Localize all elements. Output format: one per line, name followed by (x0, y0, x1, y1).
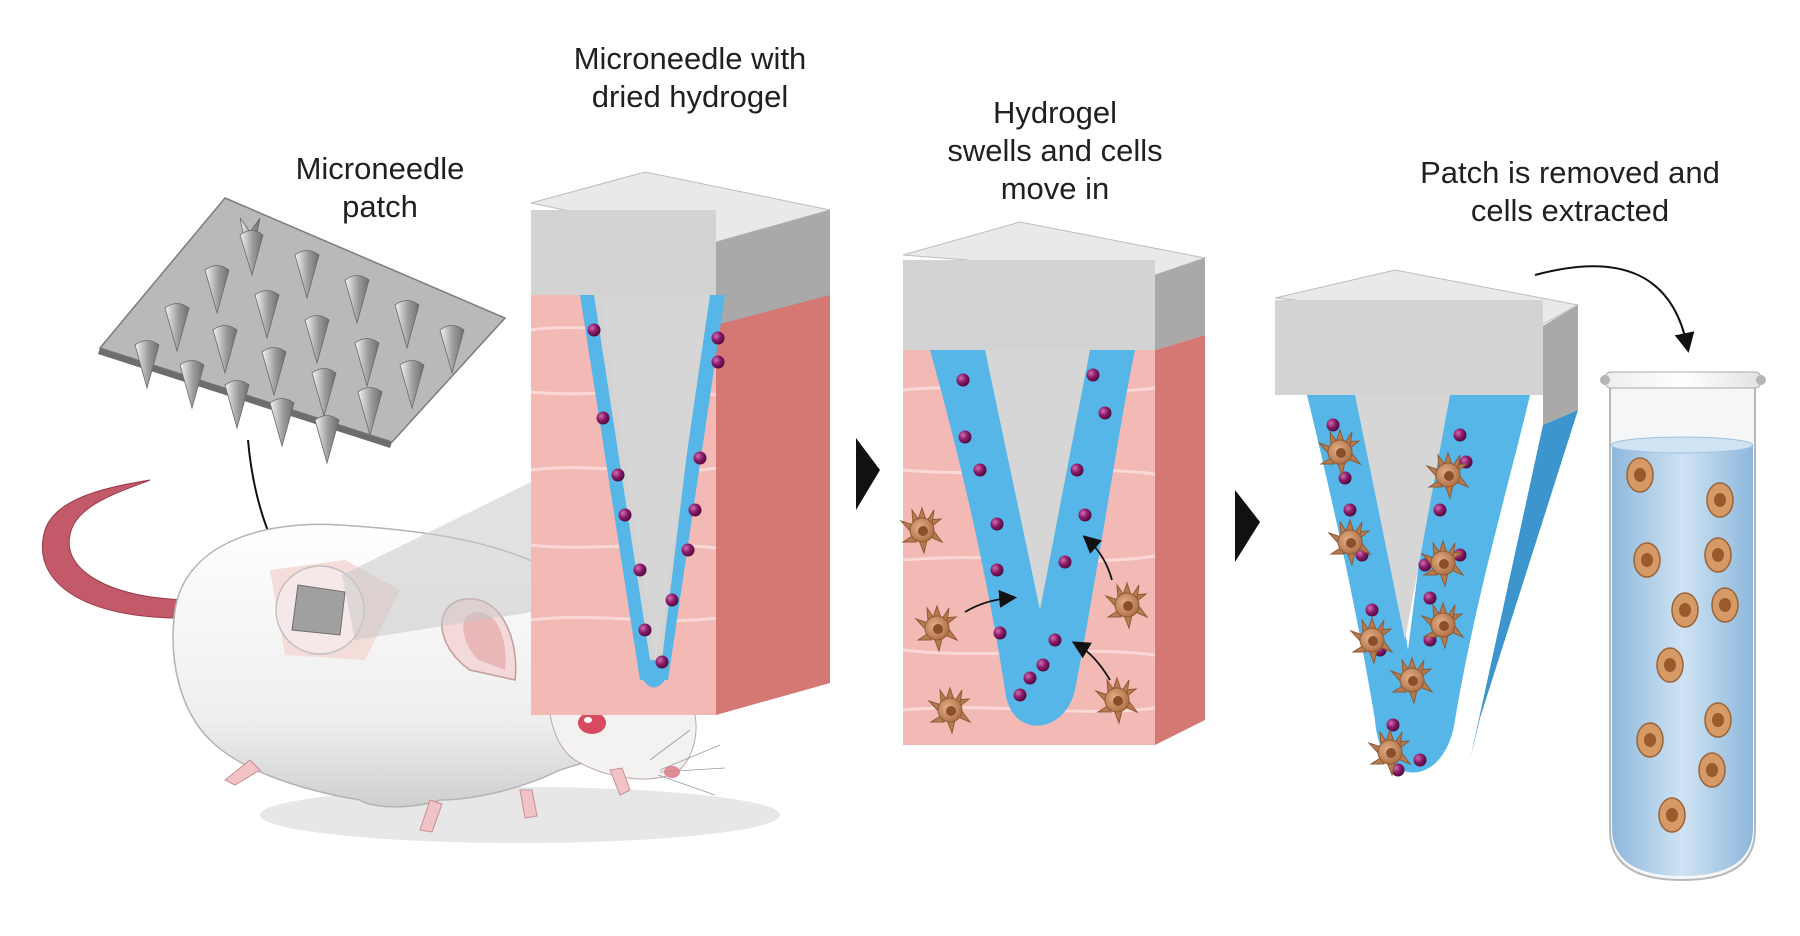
label-line: dried hydrogel (591, 79, 789, 114)
label-dried-hydrogel: Microneedle with dried hydrogel (560, 40, 820, 116)
label-line: swells and cells (947, 133, 1163, 168)
label-line: cells extracted (1470, 193, 1670, 228)
step-arrow-icon (1235, 490, 1260, 562)
microneedle-patch-icon (98, 197, 507, 465)
label-line: Microneedle (295, 151, 465, 186)
to-tube-arrow (1534, 265, 1695, 353)
label-line: move in (1000, 171, 1110, 206)
magnify-beam (342, 480, 545, 640)
block-dried-hydrogel (530, 171, 831, 715)
label-line: Microneedle with (573, 41, 807, 76)
label-line: patch (342, 189, 418, 224)
step-arrow-icon (856, 438, 880, 510)
block-hydrogel-swells (900, 221, 1207, 745)
label-microneedle-patch: Microneedle patch (270, 150, 490, 226)
label-line: Hydrogel (992, 95, 1118, 130)
block-patch-removed (1274, 269, 1580, 777)
label-patch-removed: Patch is removed and cells extracted (1405, 154, 1735, 230)
test-tube-icon (1600, 371, 1766, 882)
label-line: Patch is removed and (1420, 155, 1720, 190)
label-hydrogel-swells: Hydrogel swells and cells move in (925, 94, 1185, 208)
